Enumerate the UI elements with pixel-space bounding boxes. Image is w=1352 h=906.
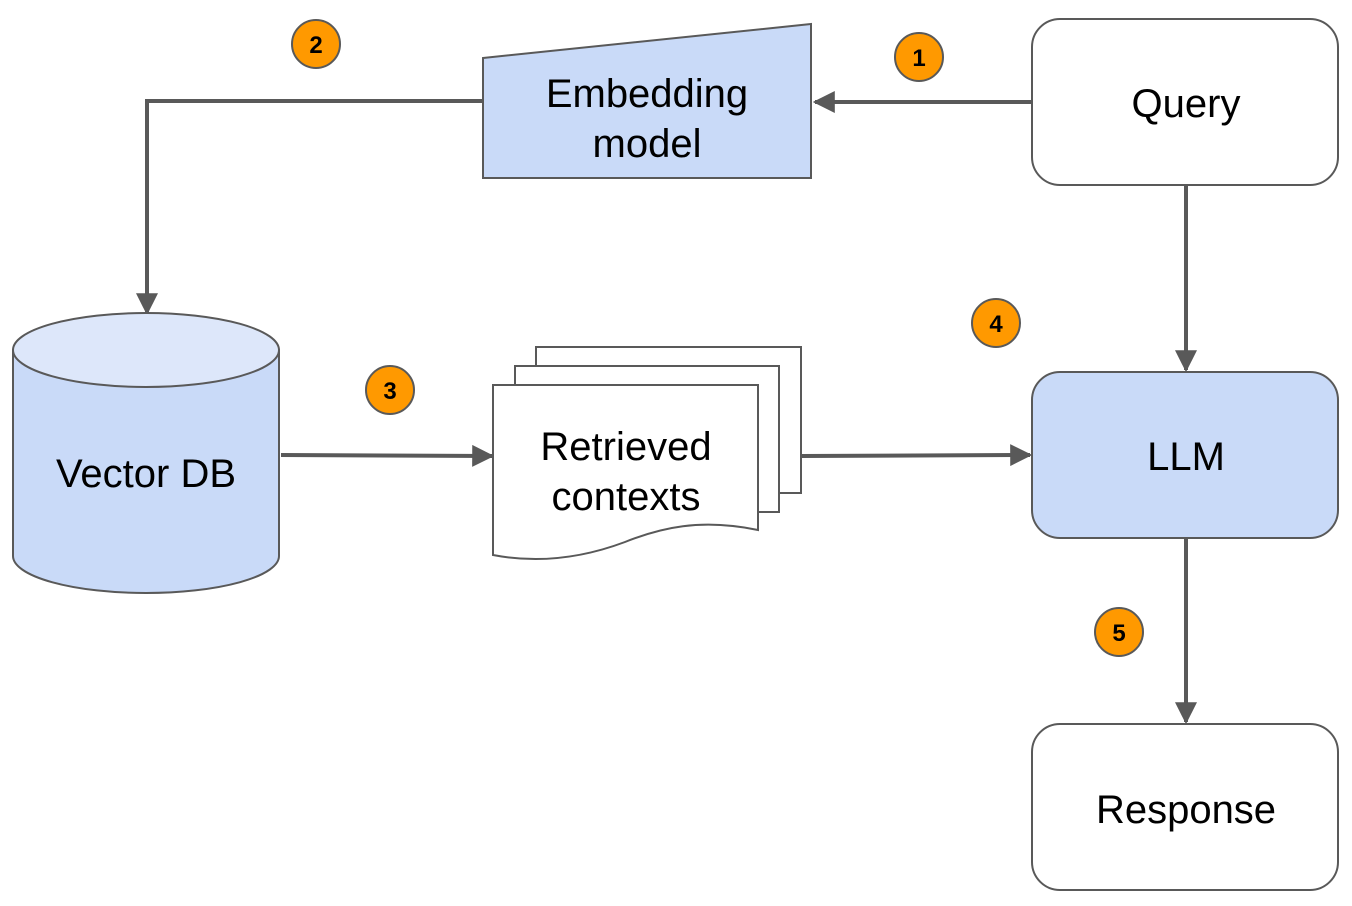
step-badge-4-circle [971,298,1021,348]
embedding-model-node: Embedding model [482,22,812,179]
query-label: Query [1132,82,1241,126]
step-badge-1-circle [894,32,944,82]
step-badge-3-label: 3 [383,378,396,405]
step-badge-2: 2 [291,19,341,69]
embedding-model-label-line-2: model [593,122,702,166]
step-badge-5-circle [1094,607,1144,657]
step-badge-3-circle [365,365,415,415]
vector-db-node: Vector DB [12,312,280,594]
llm-box [1031,371,1339,539]
llm-node: LLM [1031,371,1339,539]
retrieved-contexts-label-line-2: contexts [552,475,701,519]
document-front [492,384,759,560]
step-badge-2-label: 2 [309,32,322,59]
step-badge-4-label: 4 [989,311,1003,338]
embedding-model-shape [482,22,812,179]
query-box [1031,18,1339,186]
response-box [1031,723,1339,891]
step-badge-5-label: 5 [1112,620,1125,647]
response-node: Response [1031,723,1339,891]
step-badge-1: 1 [894,32,944,82]
retrieved-contexts-node: Retrieved contexts [492,346,802,560]
query-node: Query [1031,18,1339,186]
step-badge-4: 4 [971,298,1021,348]
edge-vector-db-to-retrieved [280,444,495,467]
edge-retrieved-to-llm [801,444,1033,467]
response-label: Response [1096,788,1276,832]
step-badge-1-label: 1 [912,45,925,72]
vector-db-label: Vector DB [56,452,236,496]
embedding-model-label-line-1: Embedding [546,72,748,116]
vector-db-top [12,312,280,388]
retrieved-contexts-label-line-1: Retrieved [540,425,711,469]
edge-embedding-to-vector-db [136,99,483,316]
step-badge-3: 3 [365,365,415,415]
vector-db-body [12,349,280,594]
step-badge-2-circle [291,19,341,69]
llm-label: LLM [1147,435,1225,479]
step-badge-5: 5 [1094,607,1144,657]
